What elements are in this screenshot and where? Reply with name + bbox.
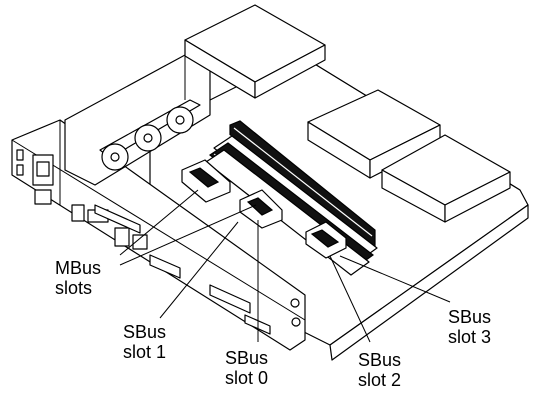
disk-drive-2 (307, 89, 441, 179)
callout-lines (119, 189, 451, 343)
label-sbus1-line1: SBus (123, 322, 167, 342)
label-sbus1-line2: slot 1 (123, 342, 167, 362)
label-sbus0-line2: slot 0 (225, 368, 269, 388)
label-sbus2-line2: slot 2 (358, 370, 402, 390)
label-sbus0-line1: SBus (225, 348, 269, 368)
disk-drive-3 (381, 134, 511, 223)
label-sbus-slot-3: SBus slot 3 (448, 307, 491, 347)
label-mbus-line2: slots (55, 278, 93, 298)
label-sbus-slot-1: SBus slot 1 (123, 322, 166, 362)
disk-drive-1 (184, 4, 326, 99)
label-mbus-line1: MBus (55, 258, 102, 278)
label-sbus-slot-0: SBus slot 0 (225, 348, 268, 388)
sbus-slot-connectors (305, 221, 347, 259)
label-sbus2-line1: SBus (358, 350, 402, 370)
label-sbus3-line1: SBus (448, 307, 492, 327)
label-mbus-slots: MBus slots (55, 258, 101, 298)
label-sbus-slot-2: SBus slot 2 (358, 350, 401, 390)
power-supply (64, 54, 211, 186)
label-sbus3-line2: slot 3 (448, 327, 492, 347)
